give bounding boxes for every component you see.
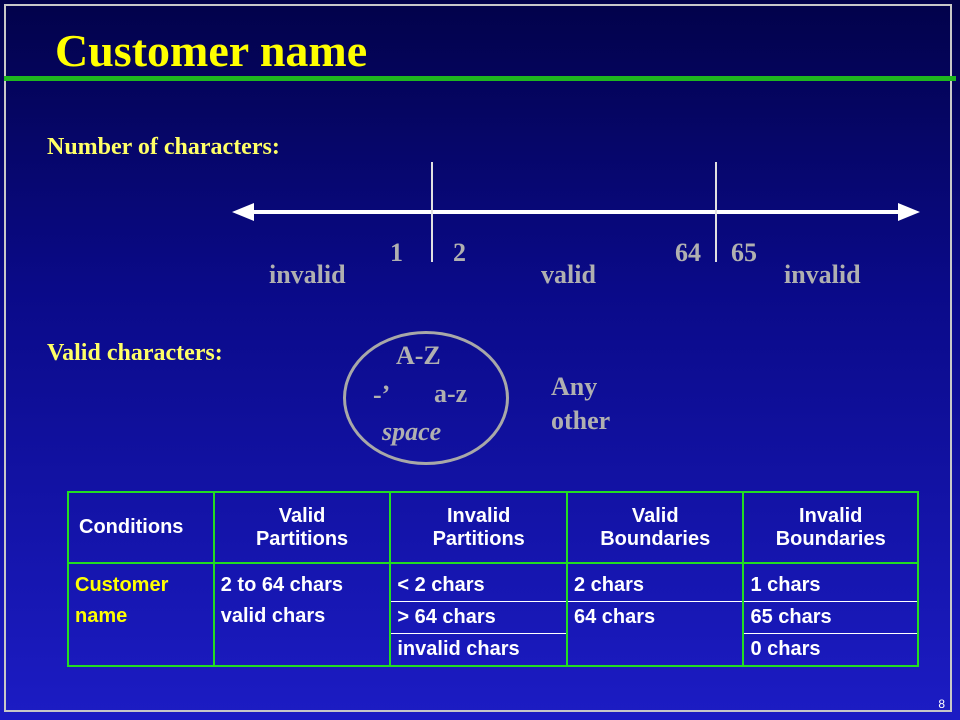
header-line: Boundaries — [600, 527, 711, 550]
number-of-characters-label: Number of characters: — [47, 134, 280, 160]
header-line: Invalid — [447, 504, 511, 527]
cell-line: 2 chars — [568, 570, 743, 602]
condition-line: Customer — [75, 574, 169, 596]
cell-line: < 2 chars — [391, 570, 566, 602]
cell-line: > 64 chars — [391, 602, 566, 634]
cell-line: 2 to 64 chars — [220, 574, 344, 596]
header-invalid-partitions: Invalid Partitions — [389, 492, 568, 564]
set-uppercase: A-Z — [396, 341, 441, 370]
cell-valid-partitions: 2 to 64 chars valid chars — [212, 563, 392, 666]
arrow-right-icon — [898, 203, 920, 221]
header-valid-boundaries: Valid Boundaries — [565, 492, 745, 564]
header-line: Valid — [278, 504, 326, 527]
region-invalid-right: invalid — [784, 260, 861, 289]
header-invalid-boundaries: Invalid Boundaries — [742, 492, 919, 564]
slide-border — [4, 4, 952, 712]
other-characters-label: Any other — [551, 370, 641, 438]
upper-boundary-marker — [715, 162, 717, 262]
other-line-1: Any — [551, 372, 598, 401]
cell-line: 1 chars — [744, 570, 917, 602]
cell-line: invalid chars — [397, 638, 520, 660]
tick-label-64: 64 — [675, 238, 701, 267]
header-line: Partitions — [255, 527, 349, 550]
other-line-2: other — [551, 406, 611, 435]
tick-label-2: 2 — [453, 238, 466, 267]
page-number: 8 — [938, 697, 945, 711]
valid-character-set-oval — [343, 331, 509, 465]
cell-line: valid chars — [220, 605, 326, 627]
tick-label-1: 1 — [390, 238, 403, 267]
set-space: space — [382, 417, 442, 446]
header-line: Partitions — [432, 527, 525, 550]
cell-valid-boundaries: 2 chars 64 chars — [565, 563, 745, 666]
header-conditions-text: Conditions — [79, 516, 184, 538]
header-conditions: Conditions — [67, 492, 215, 564]
valid-characters-label: Valid characters: — [47, 340, 223, 366]
header-line: Invalid — [799, 504, 863, 527]
set-lowercase: a-z — [434, 379, 468, 408]
slide-title: Customer name — [55, 25, 368, 76]
cell-line: 64 chars — [574, 606, 656, 628]
conditions-table: Conditions Valid Partitions Invalid Part… — [67, 491, 919, 667]
condition-line: name — [75, 605, 128, 627]
region-invalid-left: invalid — [269, 260, 346, 289]
cell-line: 65 chars — [744, 602, 917, 634]
header-valid-partitions: Valid Partitions — [212, 492, 392, 564]
header-line: Valid — [631, 504, 679, 527]
cell-condition: Customer name — [67, 563, 215, 666]
region-valid: valid — [541, 260, 596, 289]
tick-label-65: 65 — [731, 238, 757, 267]
cell-line: 0 chars — [750, 638, 821, 660]
title-underline — [4, 76, 956, 81]
cell-invalid-partitions: < 2 chars > 64 chars invalid chars — [389, 563, 568, 666]
number-line — [246, 210, 906, 214]
table-row-customer-name: Customer name 2 to 64 chars valid chars … — [67, 563, 919, 666]
lower-boundary-marker — [431, 162, 433, 262]
set-punctuation: -’ — [373, 380, 391, 409]
arrow-left-icon — [232, 203, 254, 221]
table-header-row: Conditions Valid Partitions Invalid Part… — [67, 492, 919, 564]
cell-invalid-boundaries: 1 chars 65 chars 0 chars — [742, 563, 919, 666]
header-line: Boundaries — [775, 527, 886, 550]
